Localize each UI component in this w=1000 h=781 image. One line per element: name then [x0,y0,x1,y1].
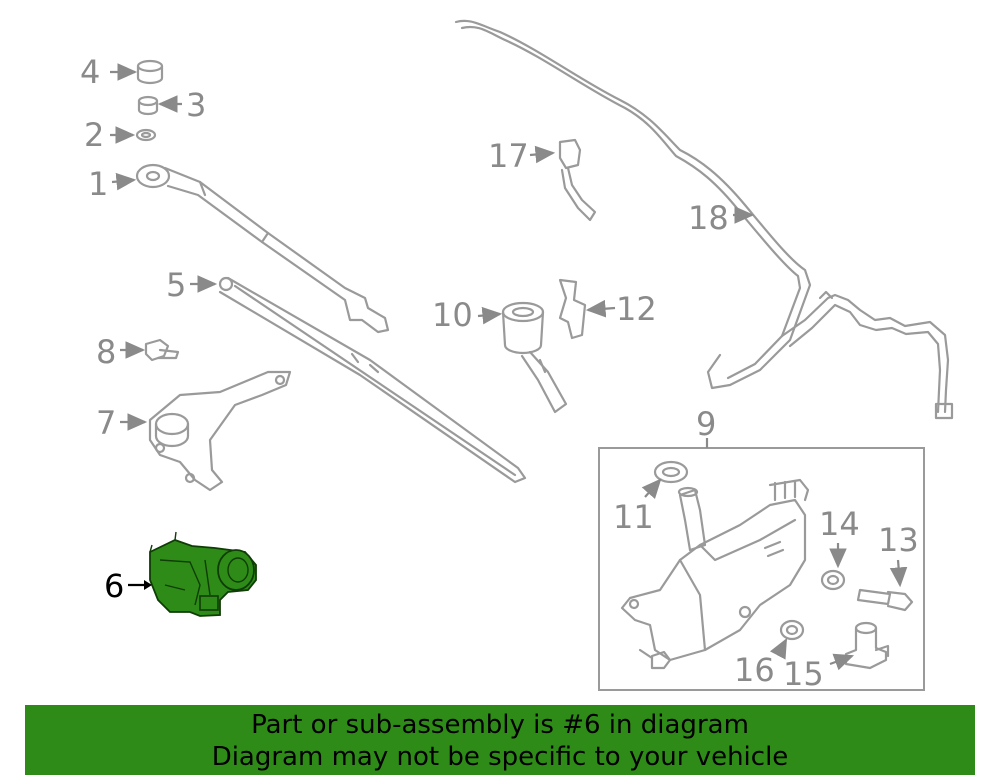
part-18-washer-hose [454,19,954,420]
callout-4: 4 [80,53,101,91]
part-4-cap [136,59,164,85]
callout-7: 7 [96,404,117,442]
callout-14: 14 [819,505,860,543]
callout-8: 8 [96,333,117,371]
part-13-level-sensor [856,588,914,612]
callout-6: 6 [104,567,125,605]
part-14-grommet [820,569,846,591]
part-8-bolt [144,338,180,362]
part-16-grommet [779,619,805,641]
callout-9: 9 [696,405,717,443]
parts-diagram [110,19,954,691]
part-3-nut [137,95,159,116]
part-15-washer-pump [844,621,890,670]
banner-line-1: Part or sub-assembly is #6 in diagram [251,710,749,740]
part-2-washer [135,128,157,142]
callout-17: 17 [488,137,529,175]
tank-bolt [638,648,672,670]
part-1-wiper-arm [135,163,390,334]
leader-arrows [110,63,908,671]
callout-3: 3 [186,86,207,124]
part-11-cap [653,460,689,484]
callout-11: 11 [613,498,654,536]
part-12-bracket [558,278,587,340]
callout-18: 18 [688,199,729,237]
info-banner: Part or sub-assembly is #6 in diagram Di… [25,705,975,775]
banner-line-2: Diagram may not be specific to your vehi… [211,742,789,772]
callout-5: 5 [166,266,187,304]
part-7-pivot-bracket [148,370,292,492]
part-10-filler-neck [501,301,568,414]
callout-1: 1 [88,165,109,203]
part-9-reservoir-assembly [598,438,925,691]
callout-2: 2 [84,116,105,154]
part-6-wiper-motor [149,531,257,617]
callout-15: 15 [783,655,824,693]
callout-10: 10 [432,296,473,334]
callout-16: 16 [734,651,775,689]
part-5-wiper-blade [218,276,527,484]
callout-12: 12 [616,290,657,328]
callout-13: 13 [878,521,919,559]
part-17-sensor [558,138,597,222]
